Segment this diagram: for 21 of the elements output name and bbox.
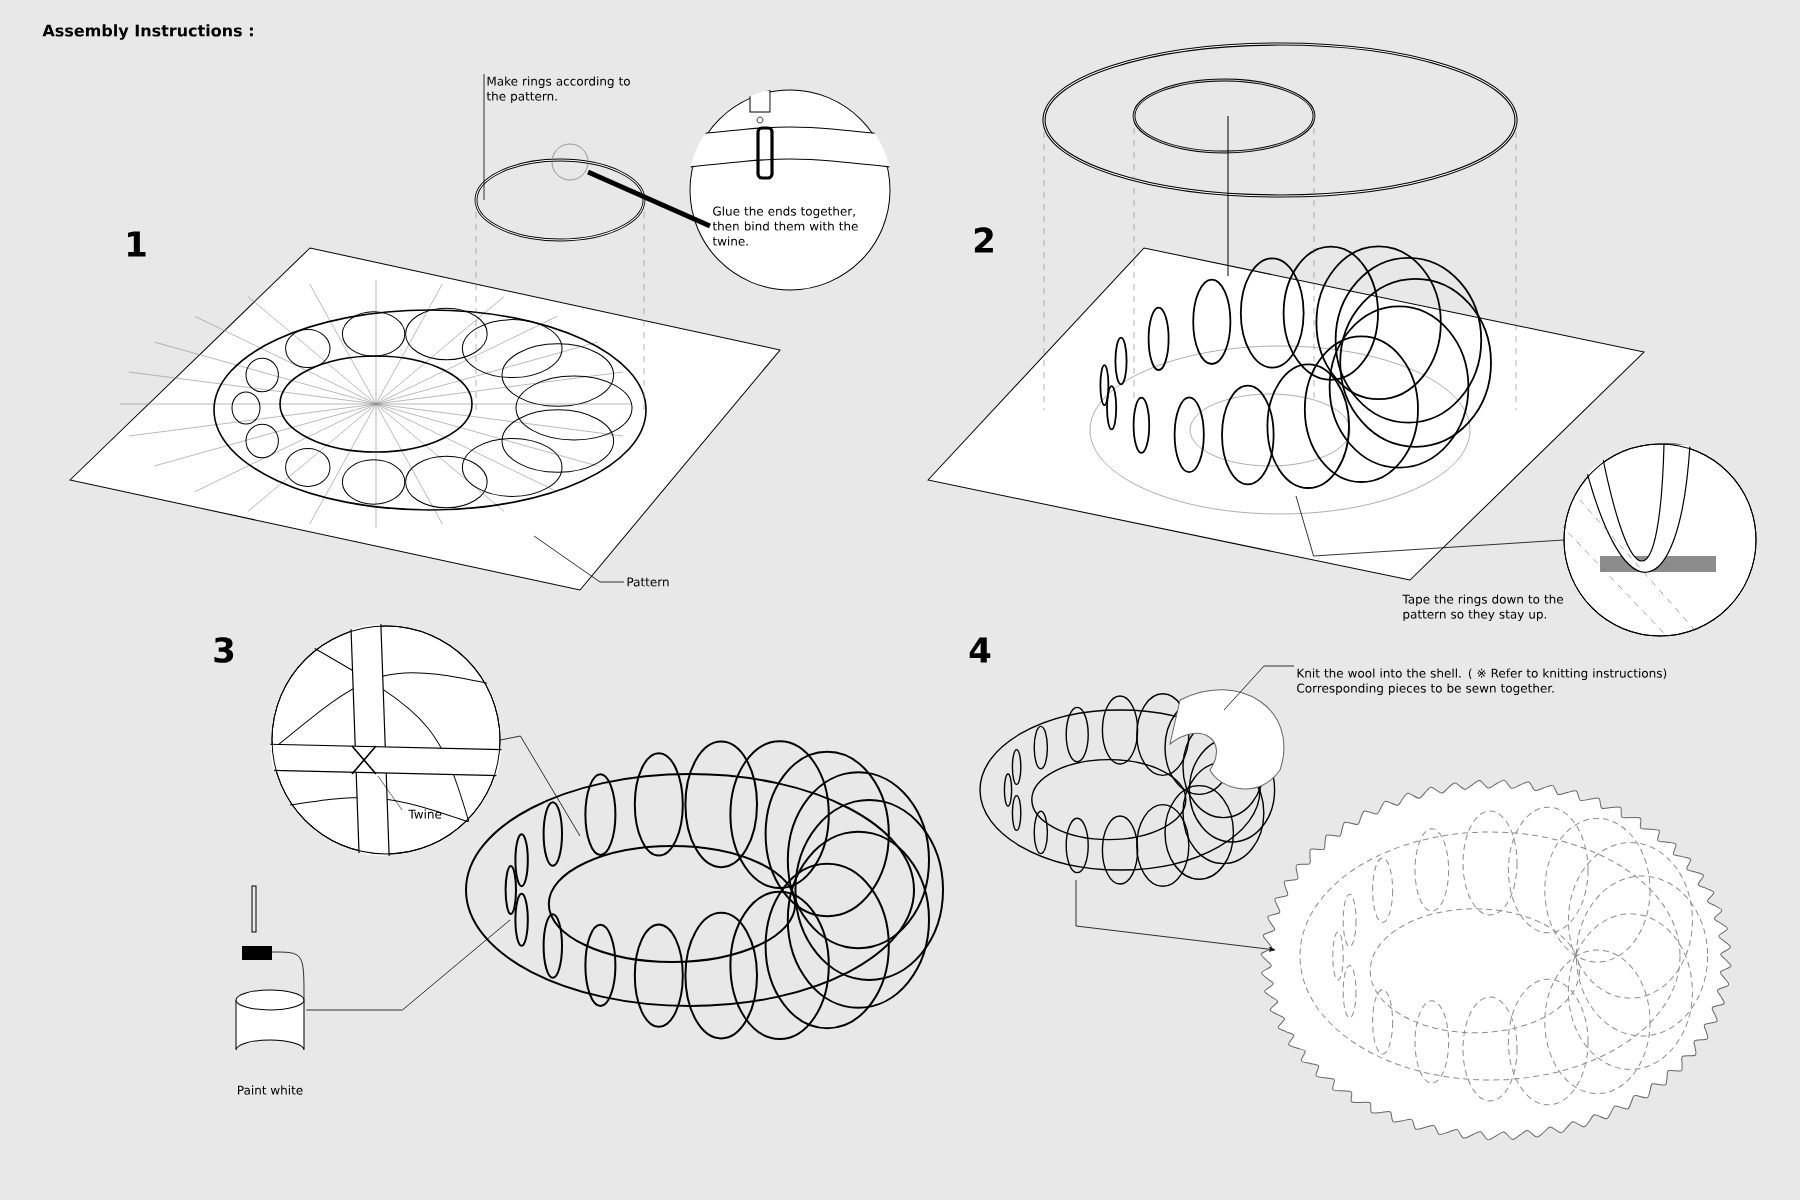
step-number: 2: [974, 227, 993, 253]
leader-line: [533, 535, 625, 583]
title: Assembly Instructions :: [42, 24, 253, 40]
detail-circle: [1562, 443, 1757, 638]
leader-line: [306, 919, 511, 1011]
ring-frame-drawing: [927, 42, 1645, 581]
leader-line: [587, 169, 711, 229]
ring-frame-drawing: [465, 740, 944, 1040]
step-number: 1: [128, 231, 146, 257]
leader-line: [500, 735, 581, 837]
paint-can-drawing: [235, 885, 305, 1095]
ring-frame-drawing: [979, 689, 1285, 887]
arrow: [1075, 879, 1276, 952]
detail-circle: [688, 89, 892, 291]
step-number: 3: [214, 637, 234, 663]
knitted-cushion-drawing: [1260, 779, 1732, 1141]
ring-drawing: [474, 143, 646, 411]
step-number: 4: [969, 637, 991, 663]
leader-line: [483, 73, 485, 201]
leader-line: [1295, 495, 1564, 557]
leader-line: [1223, 665, 1295, 711]
